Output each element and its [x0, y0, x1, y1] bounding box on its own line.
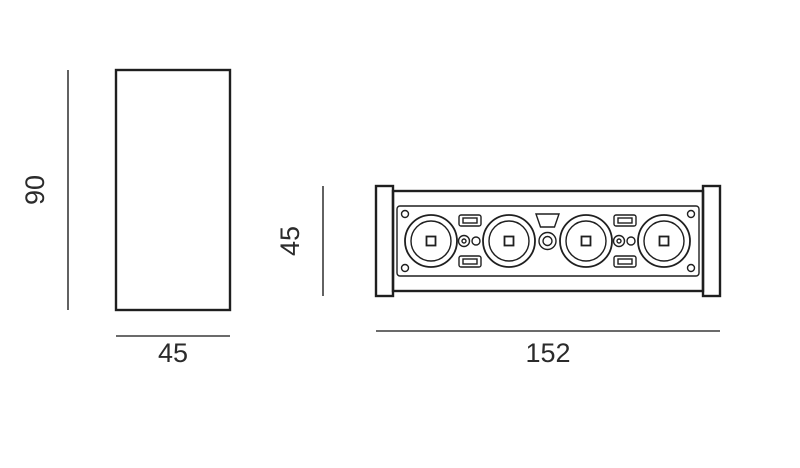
lamp-4 — [637, 214, 691, 268]
front-view-body-outline — [391, 189, 705, 293]
side-view-width-label: 45 — [158, 338, 188, 368]
center-screw-outer — [538, 231, 557, 251]
connector-right-washer-center — [616, 238, 622, 244]
connector-group-right — [612, 214, 637, 268]
connector-left-washer-center — [461, 238, 467, 244]
lamp-4-inner-ring — [643, 220, 685, 262]
side-view: 90 45 — [20, 68, 232, 368]
center-cable-clamp — [535, 213, 560, 228]
connector-right-bottom — [613, 255, 637, 268]
lamp-1-led-square — [425, 235, 437, 247]
lamp-1-outer-ring — [404, 214, 458, 268]
center-fixture-group — [535, 213, 560, 251]
plate-screw-top-right — [686, 209, 696, 219]
front-view-right-end-cap — [701, 184, 722, 298]
front-view-height-label: 45 — [275, 226, 305, 256]
side-view-body-outline — [114, 68, 232, 312]
connector-left-washer — [457, 234, 471, 248]
lamp-1 — [404, 214, 458, 268]
connector-group-left — [457, 214, 482, 268]
front-view: 45 152 — [275, 184, 722, 368]
lamp-3-inner-ring — [565, 220, 607, 262]
lamp-2-outer-ring — [482, 214, 536, 268]
lamp-4-outer-ring — [637, 214, 691, 268]
lamp-1-inner-ring — [410, 220, 452, 262]
connector-right-washer — [612, 234, 626, 248]
connector-right-top-inner — [617, 217, 633, 224]
connector-left-bottom — [458, 255, 482, 268]
lamp-2 — [482, 214, 536, 268]
lamp-3-outer-ring — [559, 214, 613, 268]
front-view-left-end-cap — [374, 184, 395, 298]
front-view-lamp-plate — [396, 205, 700, 277]
plate-screw-bottom-right — [686, 263, 696, 273]
plate-screw-top-left — [400, 209, 410, 219]
center-screw-inner — [542, 235, 553, 247]
connector-right-screw — [626, 236, 636, 246]
lamp-3-led-square — [580, 235, 592, 247]
connector-left-top — [458, 214, 482, 227]
lamp-2-led-square — [503, 235, 515, 247]
connector-left-bottom-inner — [462, 258, 478, 265]
connector-right-top — [613, 214, 637, 227]
connector-left-screw — [471, 236, 481, 246]
side-view-height-label: 90 — [20, 175, 50, 205]
lamp-3 — [559, 214, 613, 268]
lamp-4-led-square — [658, 235, 670, 247]
connector-left-top-inner — [462, 217, 478, 224]
front-view-width-label: 152 — [525, 338, 570, 368]
connector-right-bottom-inner — [617, 258, 633, 265]
plate-screw-bottom-left — [400, 263, 410, 273]
lamp-2-inner-ring — [488, 220, 530, 262]
